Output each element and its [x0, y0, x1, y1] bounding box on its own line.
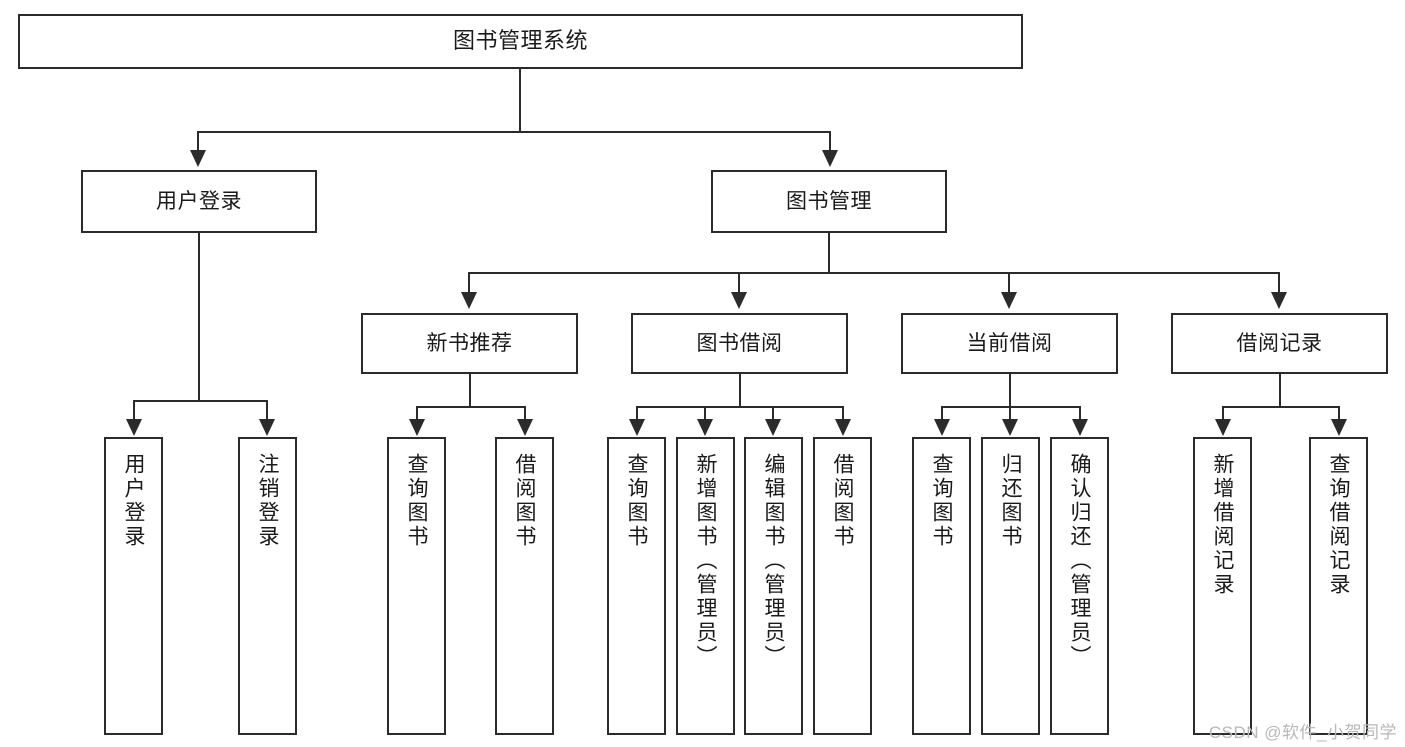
arrow-user-login-leaf-1 [259, 419, 275, 436]
node-label: 当前借阅 [966, 331, 1053, 355]
node-label: 确认归还（管理员） [1068, 453, 1091, 669]
node-label: 新增借阅记录 [1211, 453, 1234, 597]
edge-new-book-recommend-stem [469, 374, 471, 407]
arrow-nbr-leaf-1 [517, 419, 533, 436]
edge-root-stem [519, 69, 521, 132]
leaf-user-login[interactable]: 用户登录 [104, 437, 163, 735]
arrow-user-login-leaf-0 [126, 419, 142, 436]
node-label: 图书管理 [786, 189, 872, 213]
edge-book-management-stem [828, 233, 830, 273]
edge-cb-leaf-1 [1009, 406, 1011, 420]
edge-br-leaf-0 [1222, 406, 1224, 420]
arrow-cb-leaf-0 [934, 419, 950, 436]
node-book-borrow[interactable]: 图书借阅 [631, 313, 848, 374]
edge-user-login-leaf-0 [133, 400, 135, 420]
node-user-login[interactable]: 用户登录 [81, 170, 317, 233]
edge-book-borrow-stem [739, 374, 741, 407]
node-label: 图书管理系统 [452, 28, 588, 54]
arrow-br-leaf-0 [1215, 419, 1231, 436]
arrow-to-book-management [822, 150, 838, 167]
edge-book-borrow-bus [636, 406, 844, 408]
node-label: 归还图书 [999, 453, 1022, 549]
node-label: 查询图书 [405, 453, 428, 549]
edge-bb-leaf-0 [636, 406, 638, 420]
edge-bb-leaf-1 [704, 406, 706, 420]
edge-to-current-borrow [1008, 272, 1010, 294]
arrow-nbr-leaf-0 [409, 419, 425, 436]
edge-borrow-record-bus [1222, 406, 1340, 408]
node-label: 借阅图书 [831, 453, 854, 549]
edge-current-borrow-stem [1009, 374, 1011, 407]
edge-new-book-recommend-bus [416, 406, 526, 408]
node-label: 新书推荐 [426, 331, 513, 355]
arrow-bb-leaf-2 [765, 419, 781, 436]
arrow-to-book-borrow [731, 292, 747, 309]
arrow-to-user-login [190, 150, 206, 167]
node-new-book-recommend[interactable]: 新书推荐 [361, 313, 578, 374]
arrow-cb-leaf-1 [1002, 419, 1018, 436]
arrow-to-current-borrow [1001, 292, 1017, 309]
edge-bb-leaf-2 [772, 406, 774, 420]
node-root-book-management-system[interactable]: 图书管理系统 [18, 14, 1023, 69]
edge-to-user-login [197, 131, 199, 153]
edge-to-book-borrow [738, 272, 740, 294]
leaf-borrow-book[interactable]: 借阅图书 [813, 437, 872, 735]
edge-br-leaf-1 [1338, 406, 1340, 420]
leaf-query-borrow-record[interactable]: 查询借阅记录 [1309, 437, 1368, 735]
node-label: 查询借阅记录 [1327, 453, 1350, 597]
edge-to-new-book-recommend [468, 272, 470, 294]
leaf-query-book-borrow[interactable]: 查询图书 [607, 437, 666, 735]
arrow-cb-leaf-2 [1072, 419, 1088, 436]
edge-nbr-leaf-1 [524, 406, 526, 420]
leaf-edit-book-admin[interactable]: 编辑图书（管理员） [744, 437, 803, 735]
node-label: 编辑图书（管理员） [762, 453, 785, 669]
edge-borrow-record-stem [1279, 374, 1281, 407]
node-current-borrow[interactable]: 当前借阅 [901, 313, 1118, 374]
edge-to-book-management [829, 131, 831, 153]
edge-user-login-stem [198, 233, 200, 401]
watermark-text: CSDN @软件_小贺同学 [1208, 723, 1397, 742]
node-label: 用户登录 [156, 189, 242, 213]
edge-bb-leaf-3 [842, 406, 844, 420]
node-label: 查询图书 [625, 453, 648, 549]
leaf-borrow-book-recommend[interactable]: 借阅图书 [495, 437, 554, 735]
arrow-bb-leaf-3 [835, 419, 851, 436]
edge-nbr-leaf-0 [416, 406, 418, 420]
edge-level3-bus [468, 272, 1280, 274]
edge-to-borrow-record [1278, 272, 1280, 294]
node-label: 借阅记录 [1236, 331, 1323, 355]
arrow-to-new-book-recommend [461, 292, 477, 309]
node-label: 图书借阅 [696, 331, 783, 355]
node-label: 借阅图书 [513, 453, 536, 549]
leaf-add-book-admin[interactable]: 新增图书（管理员） [676, 437, 735, 735]
edge-current-borrow-bus [941, 406, 1081, 408]
node-label: 用户登录 [122, 453, 145, 549]
leaf-query-book-current[interactable]: 查询图书 [912, 437, 971, 735]
edge-level2-bus [197, 131, 831, 133]
arrow-to-borrow-record [1271, 292, 1287, 309]
arrow-bb-leaf-0 [629, 419, 645, 436]
leaf-logout[interactable]: 注销登录 [238, 437, 297, 735]
arrow-br-leaf-1 [1331, 419, 1347, 436]
node-book-management[interactable]: 图书管理 [711, 170, 947, 233]
leaf-add-borrow-record[interactable]: 新增借阅记录 [1193, 437, 1252, 735]
node-borrow-record[interactable]: 借阅记录 [1171, 313, 1388, 374]
edge-cb-leaf-2 [1079, 406, 1081, 420]
node-label: 注销登录 [256, 453, 279, 549]
edge-cb-leaf-0 [941, 406, 943, 420]
arrow-bb-leaf-1 [697, 419, 713, 436]
leaf-query-book-recommend[interactable]: 查询图书 [387, 437, 446, 735]
leaf-return-book[interactable]: 归还图书 [981, 437, 1040, 735]
leaf-confirm-return-admin[interactable]: 确认归还（管理员） [1050, 437, 1109, 735]
edge-user-login-bus [133, 400, 267, 402]
edge-user-login-leaf-1 [266, 400, 268, 420]
node-label: 查询图书 [930, 453, 953, 549]
node-label: 新增图书（管理员） [694, 453, 717, 669]
